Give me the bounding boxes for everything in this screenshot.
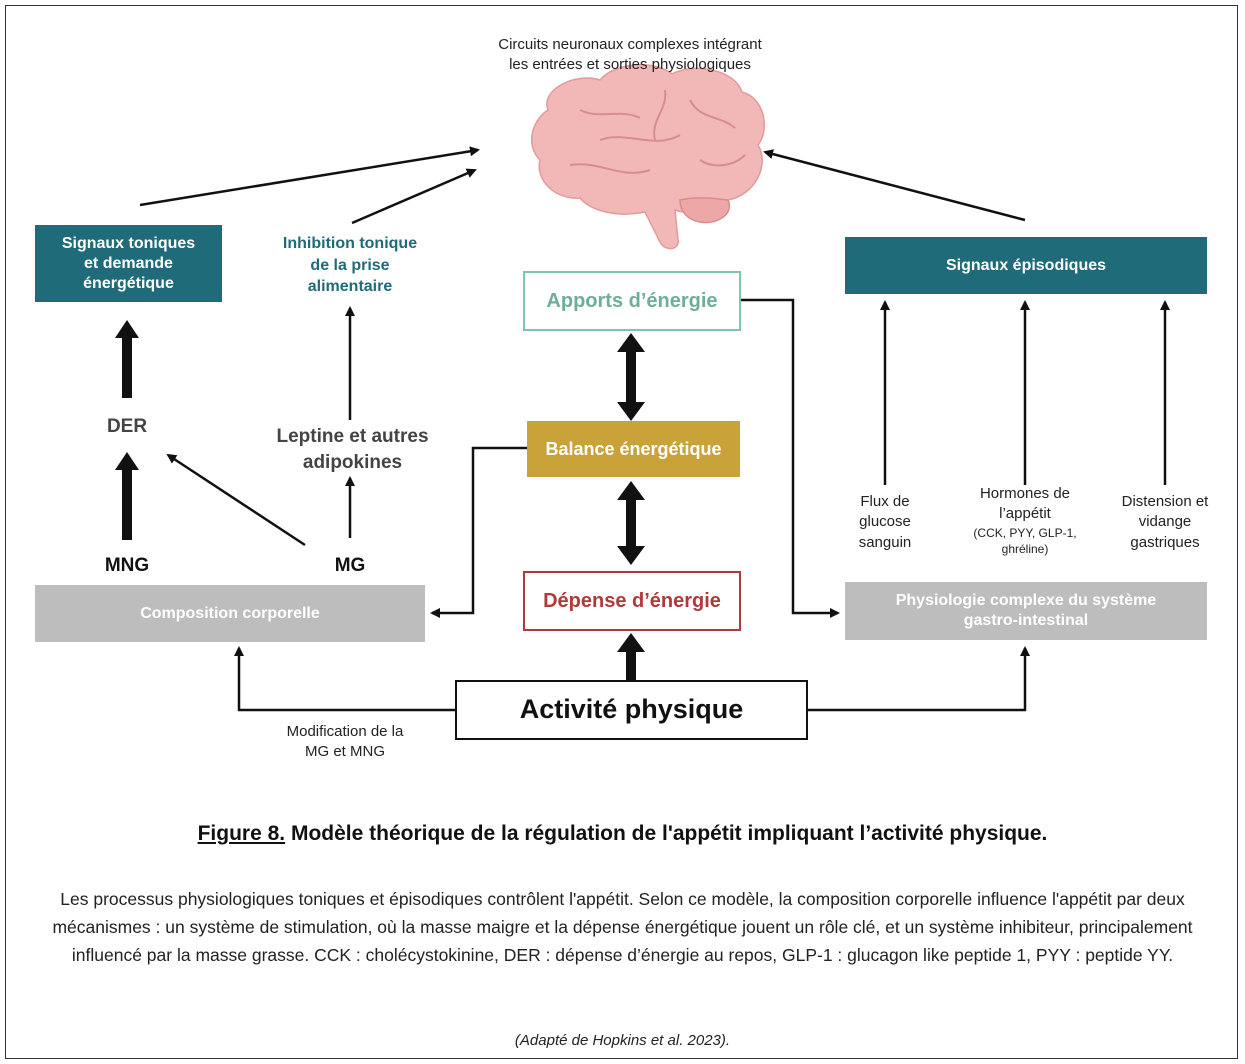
hormones-label: Hormones de l’appétit (CCK, PYY, GLP-1, … <box>973 485 1077 556</box>
arrow-balance-expenditure <box>617 481 645 565</box>
tonic-signals-box: Signaux toniques et demande énergétique <box>35 225 222 302</box>
figure-frame <box>5 5 1238 1059</box>
arrow-intake-balance <box>617 333 645 421</box>
arrow-episodic-to-brain <box>763 149 1026 222</box>
figure-source: (Adapté de Hopkins et al. 2023). <box>514 1032 731 1049</box>
glucose-label: Flux de glucose sanguin <box>858 493 912 551</box>
arrow-activity-to-expenditure <box>626 650 636 680</box>
physical-activity-box: Activité physique <box>455 680 808 740</box>
energy-expenditure-box: Dépense d’énergie <box>523 571 741 631</box>
modification-label: Modification de la MG et MNG <box>286 723 404 761</box>
gi-physiology-box: Physiologie complexe du système gastro-i… <box>845 582 1207 640</box>
arrow-intake-to-gi <box>740 298 840 618</box>
arrow-balance-to-composition <box>430 446 527 618</box>
leptine-label: Leptine et autres adipokines <box>276 426 429 473</box>
figure-caption: Les processus physiologiques toniques et… <box>52 889 1193 965</box>
distension-label: Distension et vidange gastriques <box>1121 493 1209 551</box>
inhibition-label: Inhibition tonique de la prise alimentai… <box>282 235 418 296</box>
figure-title: Figure 8. Modèle théorique de la régulat… <box>197 822 1048 845</box>
mg-label: MG <box>334 555 366 576</box>
neural-circuits-label: Circuits neuronaux complexes intégrant l… <box>498 36 762 74</box>
der-label: DER <box>106 416 148 437</box>
brain-icon <box>531 64 766 250</box>
energy-intake-box: Apports d’énergie <box>523 271 741 331</box>
arrow-activity-to-composition <box>234 646 455 712</box>
arrow-activity-to-gi <box>808 646 1030 712</box>
body-composition-box: Composition corporelle <box>35 585 425 642</box>
mng-label: MNG <box>104 555 150 576</box>
arrow-mg-to-der <box>166 453 306 547</box>
energy-balance-box: Balance énergétique <box>527 421 740 477</box>
episodic-signals-box: Signaux épisodiques <box>845 237 1207 294</box>
arrow-inhibition-to-brain <box>351 168 477 225</box>
arrow-tonic-to-brain <box>139 146 480 207</box>
